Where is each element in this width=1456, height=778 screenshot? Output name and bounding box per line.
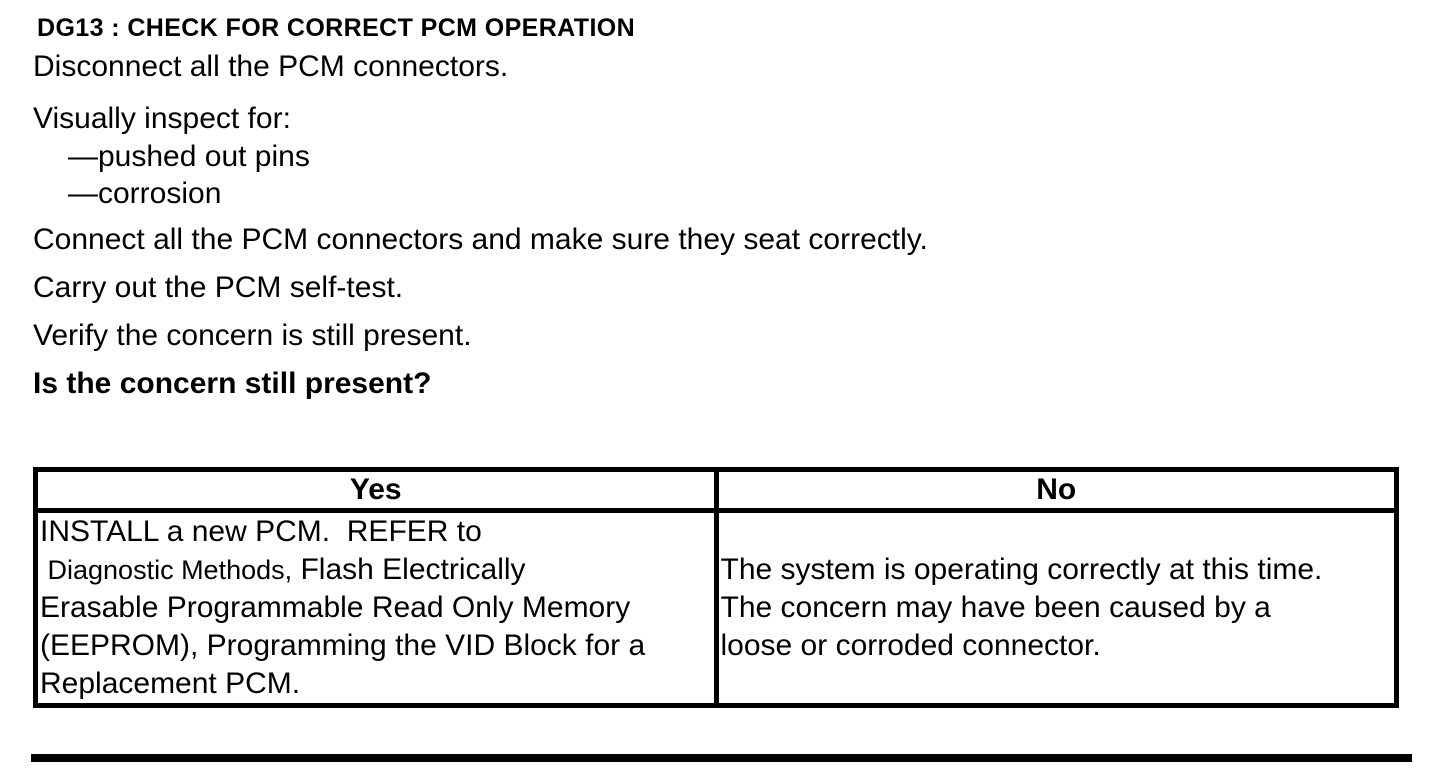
step-self-test: Carry out the PCM self-test. bbox=[33, 271, 404, 304]
step-disconnect-connectors: Disconnect all the PCM connectors. bbox=[33, 50, 509, 83]
yes-cell-line-rest: Flash Electrically bbox=[292, 553, 526, 586]
yes-action-cell: INSTALL a new PCM. REFER to Diagnostic M… bbox=[33, 508, 719, 708]
step-visual-inspection: Visually inspect for: —pushed out pins —… bbox=[33, 100, 1456, 212]
yes-cell-line: Diagnostic Methods, Flash Electrically bbox=[38, 551, 714, 589]
no-action-cell: The system is operating correctly at thi… bbox=[713, 508, 1399, 708]
step-connect-connectors: Connect all the PCM connectors and make … bbox=[33, 223, 928, 256]
no-cell-line: The system is operating correctly at thi… bbox=[720, 553, 1323, 586]
yes-column-header: Yes bbox=[33, 467, 719, 513]
diagnostic-methods-reference: Diagnostic Methods, bbox=[40, 555, 293, 585]
inspect-item-corrosion: —corrosion bbox=[68, 177, 222, 210]
no-cell-line: loose or corroded connector. bbox=[720, 629, 1101, 662]
yes-cell-line: INSTALL a new PCM. REFER to bbox=[40, 515, 482, 548]
decision-table-body-row: INSTALL a new PCM. REFER to Diagnostic M… bbox=[33, 508, 1399, 708]
page-bottom-rule bbox=[31, 754, 1412, 762]
yes-cell-line: Erasable Programmable Read Only Memory bbox=[40, 591, 631, 624]
inspect-intro: Visually inspect for: bbox=[33, 102, 291, 135]
decision-question: Is the concern still present? bbox=[33, 367, 432, 400]
inspect-item-pushed-out-pins: —pushed out pins bbox=[68, 140, 310, 173]
yes-cell-line: (EEPROM), Programming the VID Block for … bbox=[40, 629, 646, 662]
procedure-heading: DG13 : CHECK FOR CORRECT PCM OPERATION bbox=[37, 14, 636, 42]
decision-table-header-row: Yes No bbox=[33, 467, 1399, 513]
decision-table: Yes No INSTALL a new PCM. REFER to Diagn… bbox=[33, 467, 1399, 708]
yes-cell-line: Replacement PCM. bbox=[40, 667, 301, 700]
no-column-header: No bbox=[713, 467, 1399, 513]
no-cell-line: The concern may have been caused by a bbox=[720, 591, 1271, 624]
step-verify-concern: Verify the concern is still present. bbox=[33, 319, 472, 352]
